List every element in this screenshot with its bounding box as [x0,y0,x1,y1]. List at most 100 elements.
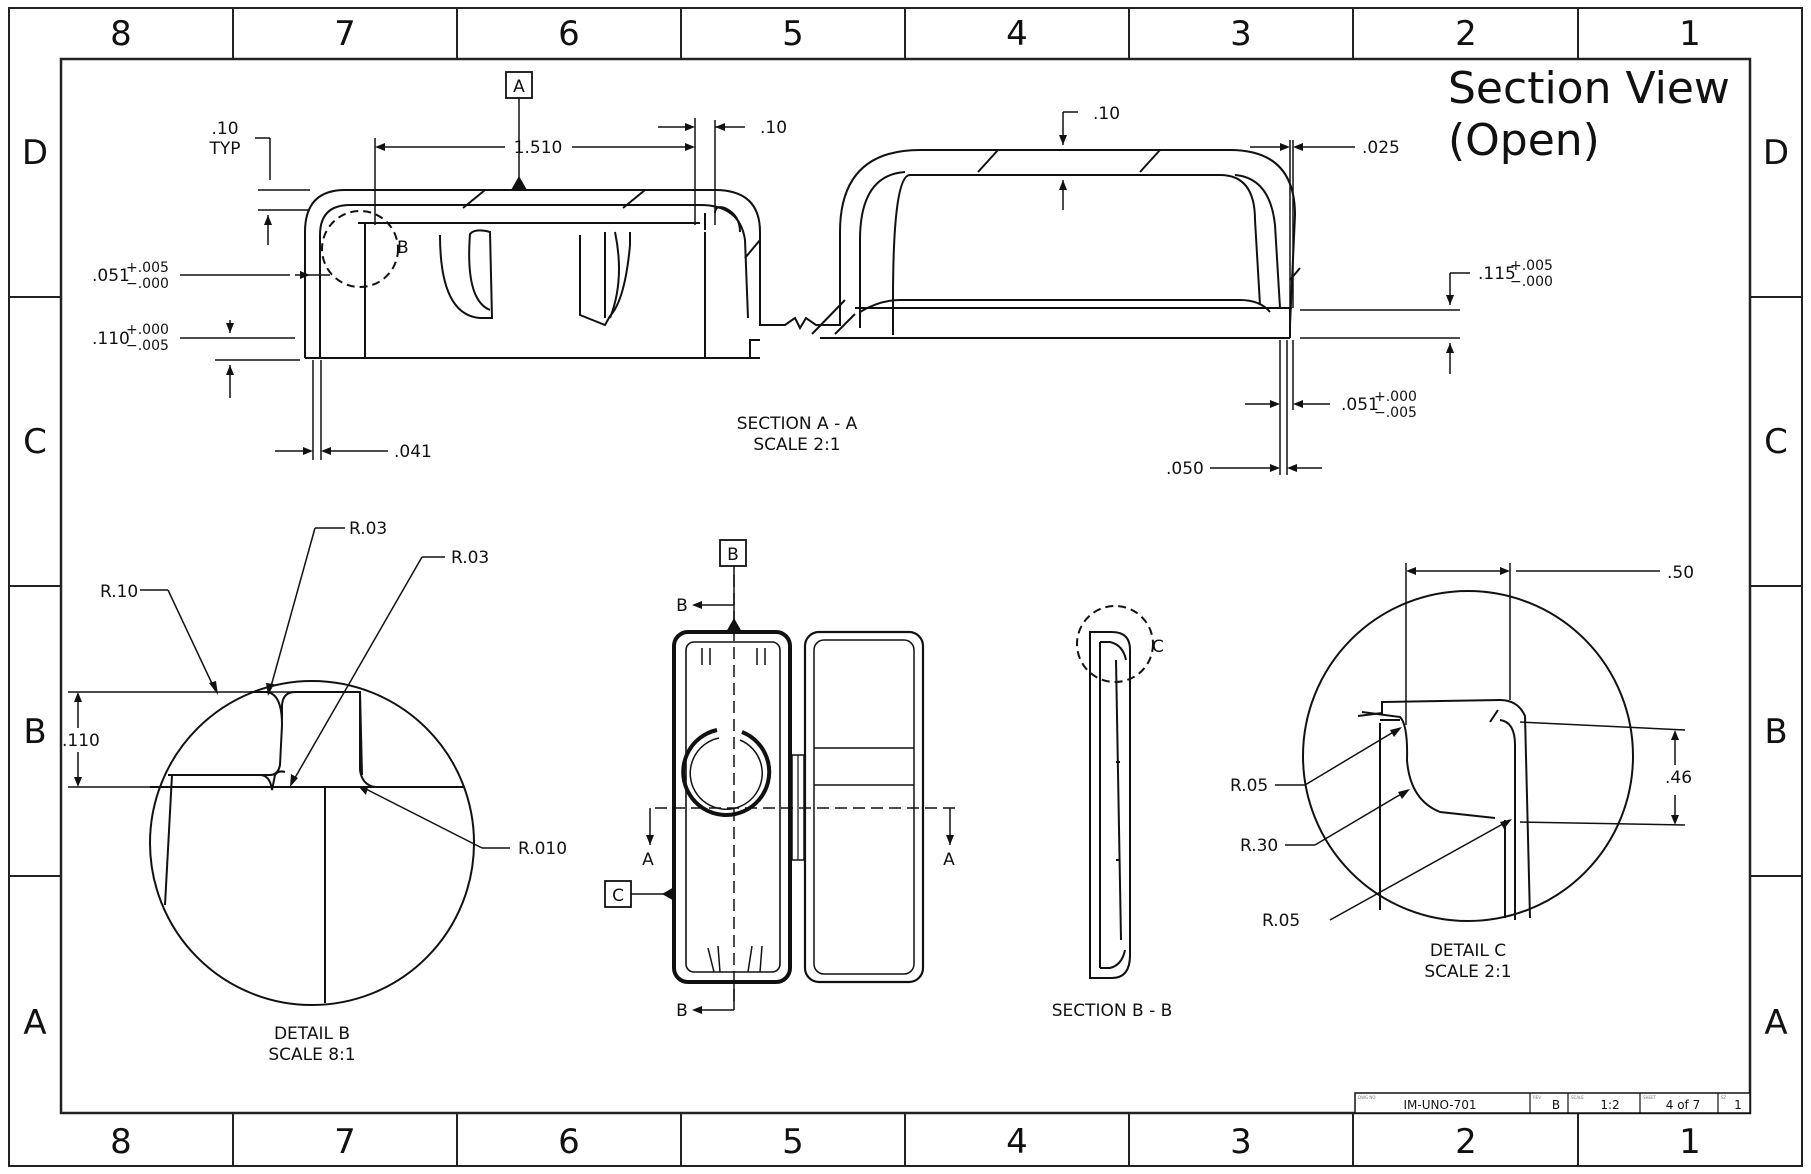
dim-110b: .110 [62,731,100,751]
dim-110-plus: +.000 [126,322,169,338]
tb-dwg-no-label: DWG NO [1358,1095,1376,1100]
zone-col-bottom-1: 1 [1679,1122,1701,1162]
zone-col-top-7: 7 [334,14,356,54]
zone-col-top-1: 1 [1679,14,1701,54]
zone-col-bottom-8: 8 [110,1122,132,1162]
dim-051b-plus: +.000 [1374,389,1417,405]
tb-sheet-label: SHEET [1643,1095,1657,1100]
detail-c-caption: DETAIL C [1430,941,1506,961]
dim-typ-value: .10 [211,119,238,139]
dim-r30: R.30 [1240,836,1278,856]
datum-a-label: A [513,77,525,97]
dim-110-minus: −.005 [126,338,169,354]
tb-scale: 1:2 [1600,1098,1619,1112]
dim-051-minus: −.000 [126,276,169,292]
datum-c-box [604,880,632,908]
dim-r010: R.010 [518,839,567,859]
dim-length: 1.510 [514,138,563,158]
dim-051-plus: +.005 [126,260,169,276]
zone-col-bottom-6: 6 [558,1122,580,1162]
zone-row-left-b: B [23,712,46,752]
tb-size: 1 [1734,1098,1742,1112]
cut-a-right-label: A [943,850,955,870]
datum-b-label: B [727,545,739,565]
detail-b-indicator [321,210,399,288]
detail-c-indicator-label: C [1152,637,1164,657]
datum-b-box [719,539,747,567]
cut-b-bottom-label: B [676,1001,688,1021]
zone-row-right-b: B [1764,712,1787,752]
dim-d46: .46 [1665,768,1692,788]
zone-col-top-2: 2 [1455,14,1477,54]
detail-c-arrowheads [1390,567,1679,829]
detail-b-arrowheads [74,681,368,795]
tb-sheet: 4 of 7 [1666,1098,1700,1112]
zone-row-right-d: D [1763,133,1789,173]
zone-col-bottom-2: 2 [1455,1122,1477,1162]
dim-r05b: R.05 [1262,911,1300,931]
front-view-arrowheads [646,601,954,1014]
datum-c-label: C [612,886,624,906]
zone-col-top-4: 4 [1006,14,1028,54]
zone-labels: 8 7 6 5 4 3 2 1 8 7 6 5 4 3 2 1 D C B A … [22,14,1789,1162]
zone-col-bottom-4: 4 [1006,1122,1028,1162]
dim-115-plus: +.005 [1510,258,1553,274]
dim-115: .115 [1478,264,1516,284]
tb-scale-label: SCALE [1571,1095,1584,1100]
section-aa-view [304,149,1301,359]
zone-row-right-a: A [1764,1003,1787,1043]
tb-dwg-no: IM-UNO-701 [1404,1098,1477,1112]
dim-051b-minus: −.005 [1374,405,1417,421]
zone-col-bottom-7: 7 [334,1122,356,1162]
zone-dividers [9,8,1802,1166]
cut-a-left-label: A [642,850,654,870]
dim-050: .050 [1166,459,1204,479]
tb-rev-label: REV [1533,1095,1541,1100]
detail-c-scale: SCALE 2:1 [1424,962,1511,982]
section-aa-scale: SCALE 2:1 [753,435,840,455]
tb-size-label: SZ [1721,1095,1727,1100]
sheet-title-line1: Section View [1448,63,1730,114]
dim-041: .041 [394,442,432,462]
zone-row-left-d: D [22,133,48,173]
cut-b-top-label: B [676,596,688,616]
dim-051: .051 [92,266,130,286]
zone-col-bottom-3: 3 [1230,1122,1252,1162]
detail-c-dimension-lines [1275,563,1686,921]
title-block: DWG NO IM-UNO-701 REV B SCALE 1:2 SHEET … [1354,1092,1751,1114]
dim-r03b: R.03 [451,548,489,568]
section-bb-view [1076,605,1154,979]
detail-b-caption: DETAIL B [274,1024,350,1044]
detail-c-view [1302,590,1634,922]
detail-b-scale: SCALE 8:1 [268,1045,355,1065]
section-aa-caption: SECTION A - A [737,414,858,434]
outer-frame [8,7,1803,1167]
dim-r05a: R.05 [1230,776,1268,796]
detail-b-indicator-label: B [397,238,409,258]
sheet-title-line2: (Open) [1448,115,1600,166]
zone-col-top-3: 3 [1230,14,1252,54]
zone-row-right-c: C [1764,422,1788,462]
zone-row-left-c: C [23,422,47,462]
dim-typ-note: TYP [208,139,240,159]
dim-r10: R.10 [100,582,138,602]
dim-d50: .50 [1667,563,1694,583]
dim-051b: .051 [1341,395,1379,415]
zone-row-left-a: A [23,1003,46,1043]
zone-col-top-8: 8 [110,14,132,54]
detail-b-view [149,680,475,1006]
detail-b-dimension-lines [68,527,510,849]
section-aa-arrowheads [226,123,1454,472]
front-view [631,559,955,1011]
section-bb-caption: SECTION B - B [1052,1001,1173,1021]
dim-r03a: R.03 [349,519,387,539]
tb-rev: B [1552,1098,1560,1112]
zone-col-top-6: 6 [558,14,580,54]
dim-lid-gap: .10 [1093,104,1120,124]
zone-col-top-5: 5 [782,14,804,54]
dim-wall-right: .025 [1362,138,1400,158]
dim-110: .110 [92,329,130,349]
dim-top-gap: .10 [760,118,787,138]
dim-115-minus: −.000 [1510,274,1553,290]
